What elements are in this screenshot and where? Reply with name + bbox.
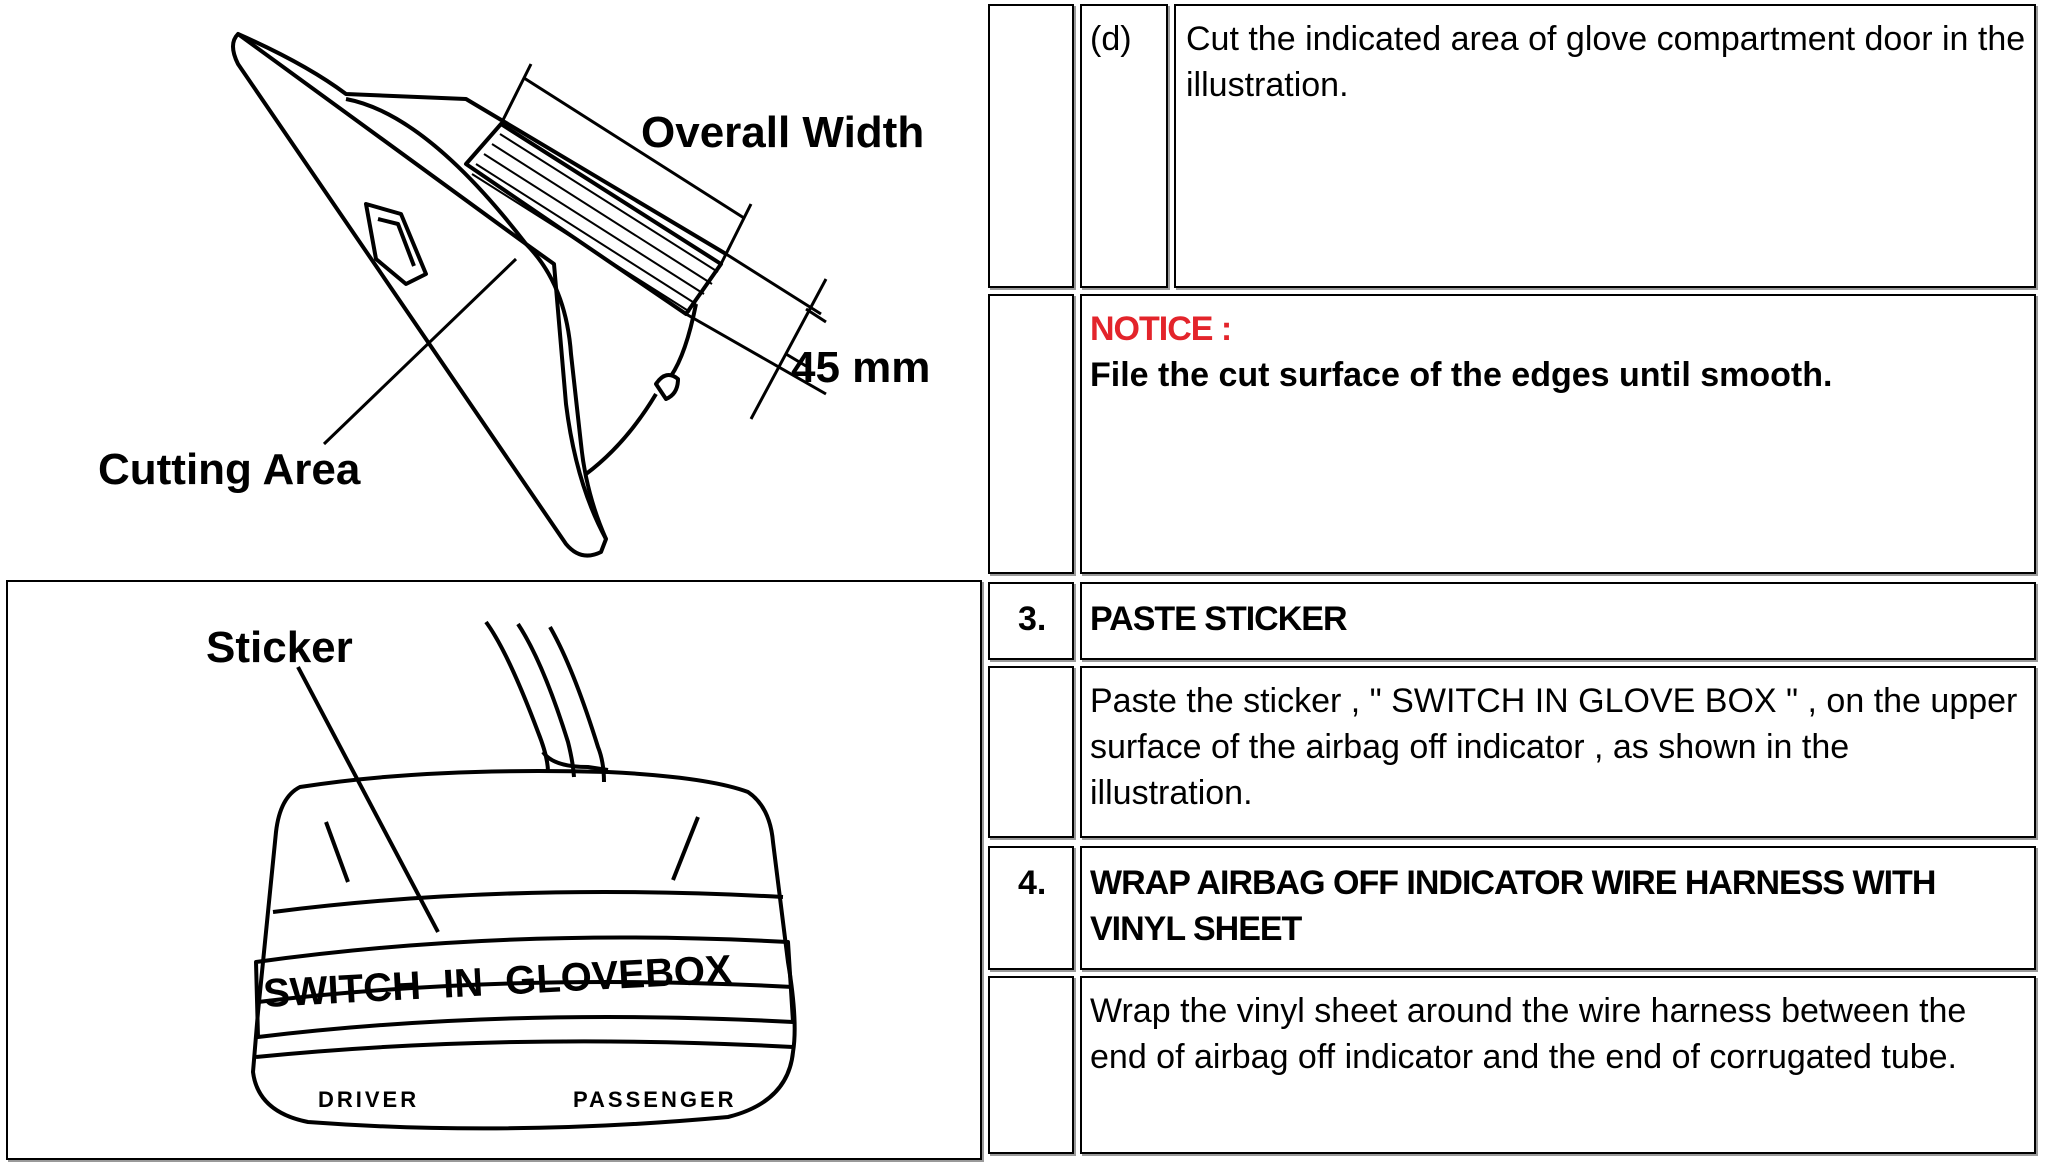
- step-d-text: Cut the indicated area of glove compartm…: [1186, 20, 2026, 104]
- step4-text: Wrap the vinyl sheet around the wire har…: [1090, 992, 1967, 1076]
- step-d-marker-cell: (d): [1080, 4, 1168, 288]
- label-driver: DRIVER: [318, 1087, 419, 1112]
- notice-heading: NOTICE :: [1090, 310, 1232, 348]
- step-d-marker: (d): [1090, 20, 1132, 58]
- step4-number: 4.: [1018, 864, 1047, 902]
- step4-title-cell: WRAP AIRBAG OFF INDICATOR WIRE HARNESS W…: [1080, 846, 2036, 970]
- cell-empty-d: [988, 4, 1074, 288]
- indicator-illustration: Sticker SWITCH IN GLOVEBOX DRIVER PASSEN…: [206, 620, 797, 1131]
- cell-empty-notice: [988, 294, 1074, 574]
- label-passenger: PASSENGER: [573, 1087, 737, 1112]
- notice-cell: NOTICE : File the cut surface of the edg…: [1080, 294, 2036, 574]
- label-sticker: Sticker: [206, 623, 353, 672]
- step4-number-cell: 4.: [988, 846, 1074, 970]
- sticker-text: SWITCH IN GLOVEBOX: [262, 947, 733, 1015]
- step-d-text-cell: Cut the indicated area of glove compartm…: [1174, 4, 2036, 288]
- label-dimension: 45 mm: [791, 343, 930, 392]
- step3-text: Paste the sticker , " SWITCH IN GLOVE BO…: [1090, 682, 2018, 812]
- label-overall-width: Overall Width: [641, 108, 924, 157]
- label-cutting-area: Cutting Area: [98, 445, 361, 494]
- step3-text-cell: Paste the sticker , " SWITCH IN GLOVE BO…: [1080, 666, 2036, 838]
- glove-door-illustration: Overall Width 45 mm Cutting Area: [98, 32, 930, 558]
- cell-empty-step4-text: [988, 976, 1074, 1154]
- step4-text-cell: Wrap the vinyl sheet around the wire har…: [1080, 976, 2036, 1154]
- step3-title: PASTE STICKER: [1090, 600, 1348, 638]
- cell-empty-step3-text: [988, 666, 1074, 838]
- step3-number-cell: 3.: [988, 582, 1074, 660]
- step4-title: WRAP AIRBAG OFF INDICATOR WIRE HARNESS W…: [1090, 864, 1936, 948]
- step3-title-cell: PASTE STICKER: [1080, 582, 2036, 660]
- step3-number: 3.: [1018, 600, 1047, 638]
- illustration-glove-door-cell: Overall Width 45 mm Cutting Area: [6, 4, 982, 576]
- notice-text: File the cut surface of the edges until …: [1090, 356, 1833, 394]
- illustration-indicator-cell: Sticker SWITCH IN GLOVEBOX DRIVER PASSEN…: [6, 580, 982, 1160]
